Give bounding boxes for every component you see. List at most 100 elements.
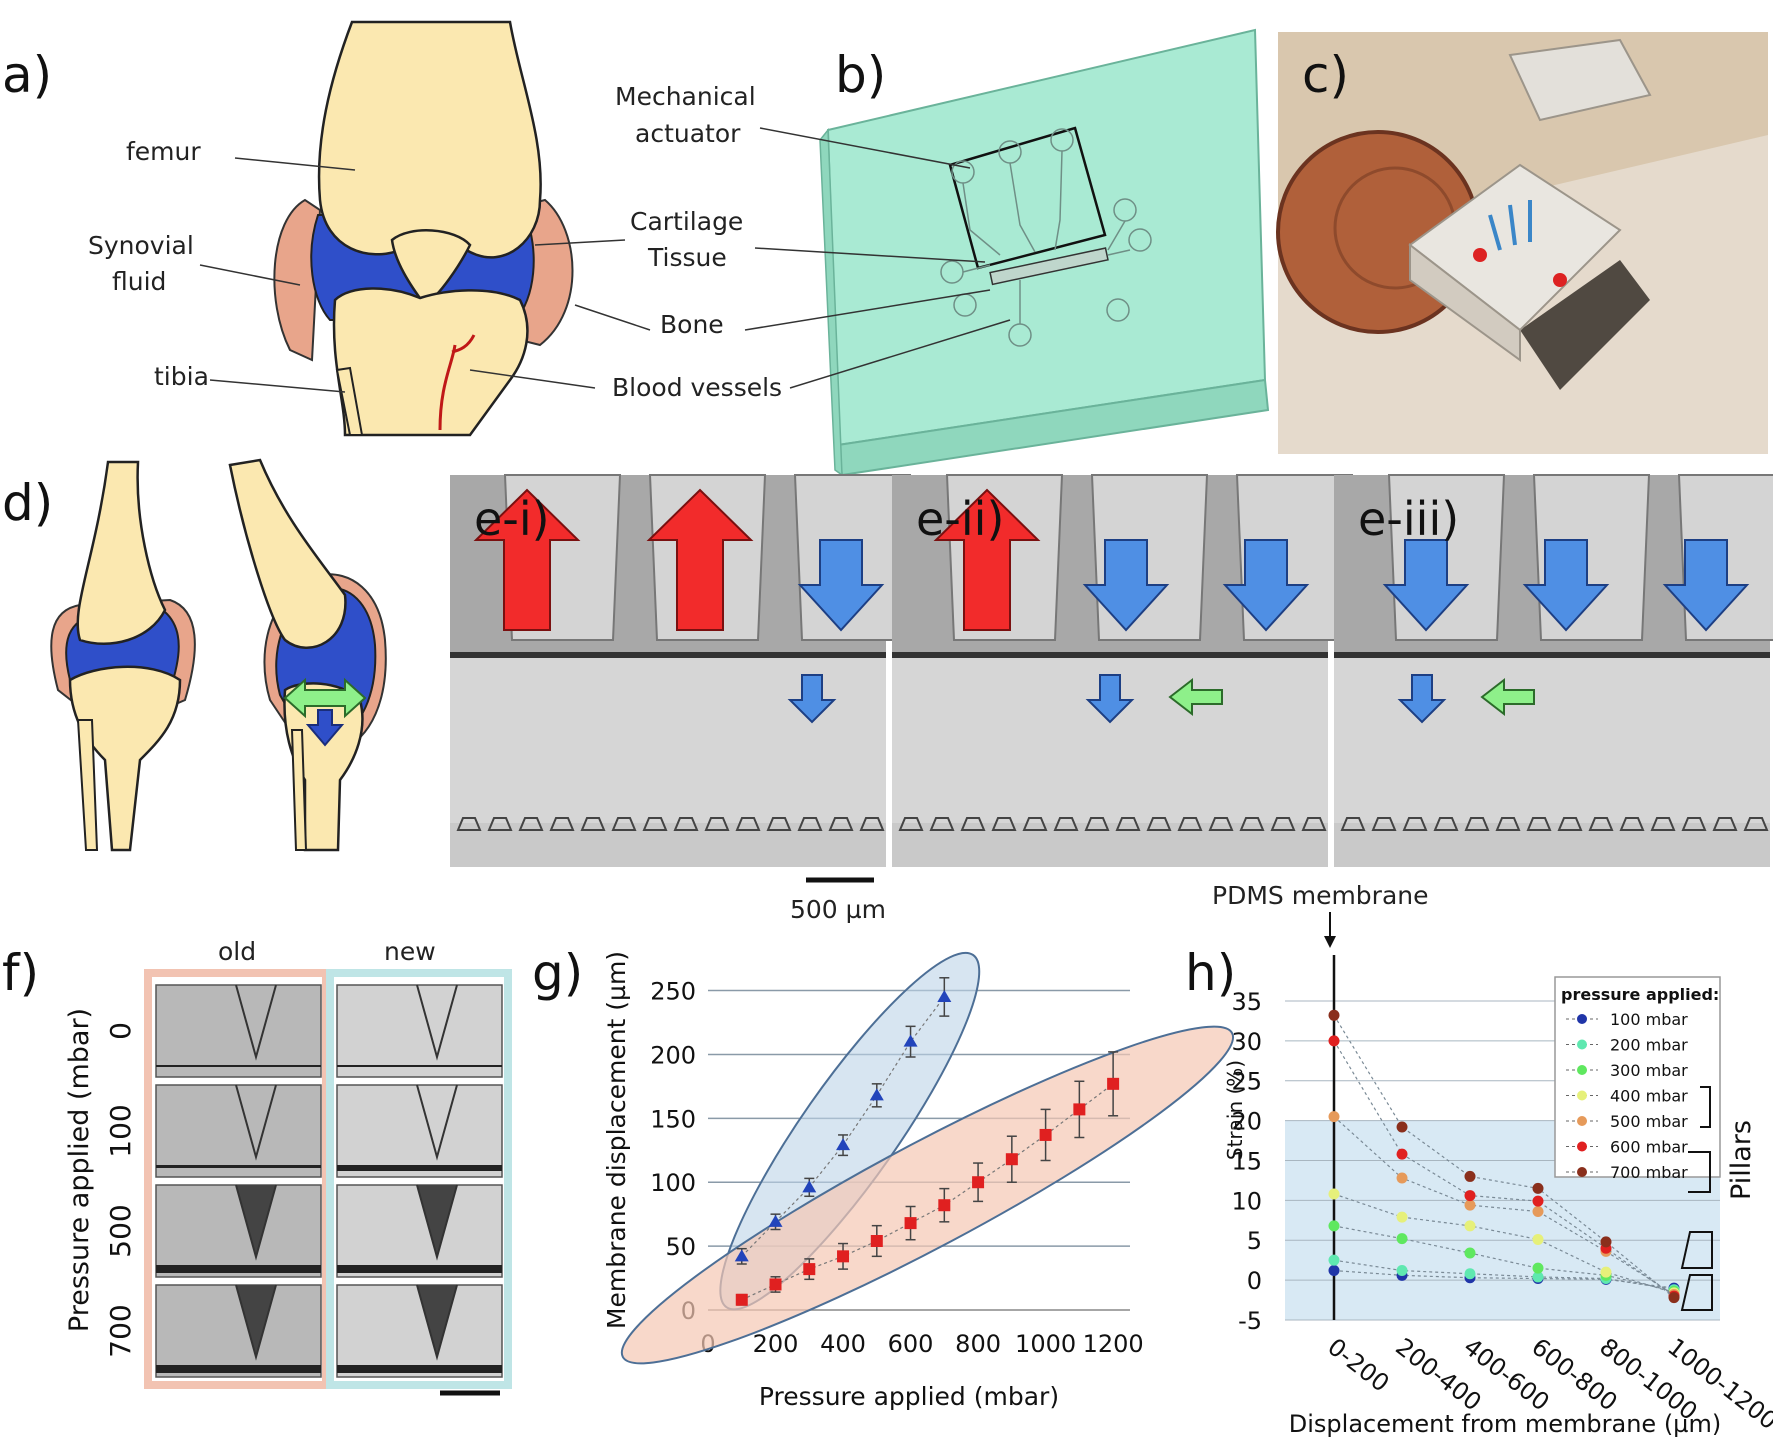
- data-point: [1464, 1170, 1476, 1182]
- data-point: [1532, 1195, 1544, 1207]
- femur-shape: [317, 20, 542, 259]
- down-arrow-icon: [1222, 539, 1310, 632]
- legend-label: 100 mbar: [1610, 1010, 1688, 1029]
- pillar: [797, 817, 823, 831]
- y-tick-label: 150: [650, 1105, 696, 1133]
- data-point: [1464, 1190, 1476, 1202]
- label-mechanical-2: actuator: [635, 119, 741, 148]
- data-point: [1328, 1254, 1340, 1266]
- panel-d: d): [2, 458, 387, 852]
- scalebar-e: 500 µm: [790, 877, 886, 924]
- data-point: [768, 1214, 783, 1227]
- cartilage-channel: [989, 247, 1109, 286]
- pillar: [1712, 817, 1738, 831]
- up-arrow-icon: [473, 488, 581, 631]
- up-arrow-icon: [646, 488, 754, 631]
- down-arrow-icon: [1082, 539, 1170, 632]
- data-point: [734, 1249, 749, 1262]
- pillar: [1177, 817, 1203, 831]
- data-point: [1464, 1247, 1476, 1259]
- pillar: [1270, 817, 1296, 831]
- pillars-label: Pillars: [1726, 1120, 1757, 1200]
- legend-label: 300 mbar: [1610, 1061, 1688, 1080]
- data-point: [1532, 1233, 1544, 1245]
- data-point: [1073, 1103, 1086, 1116]
- compression-arrow-icon: [305, 709, 345, 747]
- data-point: [1532, 1271, 1544, 1283]
- legend-label: 700 mbar: [1610, 1163, 1688, 1182]
- second-chip: [1508, 38, 1652, 122]
- micrograph-1: e-i): [450, 474, 912, 867]
- panel-c: c): [1276, 32, 1768, 454]
- y-tick-label: 25: [1231, 1068, 1262, 1096]
- label-bone: Bone: [660, 310, 724, 339]
- pillar: [1115, 817, 1141, 831]
- knee-bent: [228, 458, 387, 852]
- pillar: [828, 817, 854, 831]
- pillar: [766, 817, 792, 831]
- pillar: [1743, 817, 1769, 831]
- membrane-line: [892, 652, 1328, 658]
- shear-arrow-icon: [1480, 677, 1535, 717]
- data-point: [735, 1293, 748, 1306]
- data-point: [1328, 1111, 1340, 1123]
- data-point: [1464, 1220, 1476, 1232]
- y-tick-label: 30: [1231, 1028, 1262, 1056]
- g-ylabel: Membrane displacement (µm): [602, 951, 631, 1329]
- data-point: [1600, 1266, 1612, 1278]
- panel-a-letter: a): [2, 46, 52, 104]
- label-cartilage-2: Tissue: [647, 243, 727, 272]
- legend-marker: [1577, 1167, 1587, 1177]
- x-tick-label: 1000: [1015, 1330, 1076, 1358]
- micrograph: [336, 1084, 503, 1178]
- legend-label: 600 mbar: [1610, 1138, 1688, 1157]
- shear-arrow-icon: [1168, 677, 1223, 717]
- f-cell-new-500: [336, 1184, 503, 1278]
- pillar: [518, 817, 544, 831]
- row-label: 700: [104, 1304, 137, 1357]
- chip-photo-dot-1: [1473, 248, 1487, 262]
- x-tick-label: 600: [888, 1330, 934, 1358]
- x-tick-label: 1200: [1083, 1330, 1144, 1358]
- pillar-shape: [416, 984, 458, 1061]
- data-point: [1464, 1268, 1476, 1280]
- f-cell-new-0: [336, 984, 503, 1078]
- membrane: [337, 1265, 502, 1273]
- pdms-arrow-head: [1324, 936, 1336, 948]
- x-tick-label: 200: [753, 1330, 799, 1358]
- knee-illustration: [273, 20, 574, 437]
- f-cell-old-700: [155, 1284, 322, 1378]
- pillar: [1557, 817, 1583, 831]
- data-point: [803, 1263, 816, 1276]
- pillar: [1495, 817, 1521, 831]
- data-point: [869, 1088, 884, 1101]
- y-tick-label: 20: [1231, 1108, 1262, 1136]
- pillar: [1681, 817, 1707, 831]
- pillar: [1301, 817, 1327, 831]
- data-point: [1396, 1121, 1408, 1133]
- chip-photo-shadow: [1520, 260, 1650, 390]
- micrograph: [155, 1084, 322, 1178]
- subpanel-label: e-iii): [1358, 492, 1459, 546]
- x-tick-label: 400: [820, 1330, 866, 1358]
- pillar-diagram: [1688, 1151, 1711, 1193]
- label-mechanical-1: Mechanical: [615, 82, 756, 111]
- down-arrow-icon: [1382, 539, 1470, 632]
- pillar: [1208, 817, 1234, 831]
- y-tick-label: 0: [1247, 1267, 1262, 1295]
- pillar: [580, 817, 606, 831]
- micrograph: [336, 984, 503, 1078]
- membrane-line: [1334, 652, 1770, 658]
- label-synovial-1: Synovial: [88, 231, 194, 260]
- pillar: [456, 817, 482, 831]
- data-point: [937, 989, 952, 1002]
- data-point: [1532, 1262, 1544, 1274]
- micrograph-2: e-ii): [892, 474, 1354, 867]
- data-point: [1396, 1148, 1408, 1160]
- data-point: [1600, 1236, 1612, 1248]
- pillar: [929, 817, 955, 831]
- panel-h-letter: h): [1185, 944, 1236, 1002]
- row-label: 500: [104, 1204, 137, 1257]
- down-arrow-icon: [1397, 674, 1447, 724]
- data-point: [1396, 1172, 1408, 1184]
